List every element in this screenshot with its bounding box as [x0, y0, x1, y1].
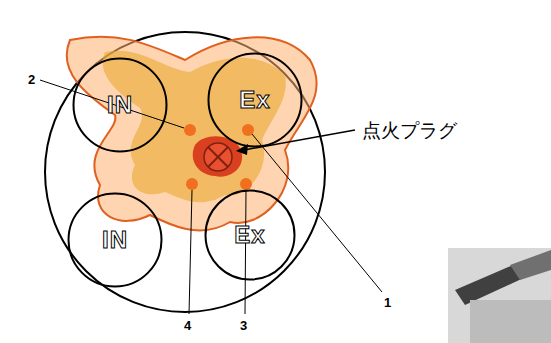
callout-number: 1 [384, 295, 391, 310]
photo-frame [448, 248, 551, 343]
callout-number: 2 [28, 72, 35, 87]
valve-label: Ex [204, 189, 296, 281]
flame-inner [103, 51, 286, 202]
part-label: 点火プラグ [362, 118, 457, 144]
spark-plug [204, 143, 232, 171]
leader-line [189, 190, 192, 314]
valve-circle: IN [72, 57, 168, 153]
callout-number: 3 [240, 318, 247, 333]
measure-point [184, 124, 196, 136]
spark-plug-cross [208, 147, 228, 167]
valve-label: IN [67, 192, 163, 288]
valve-label: IN [72, 57, 168, 153]
valve-circle: IN [67, 192, 163, 288]
measure-point [186, 178, 198, 190]
leader-line [245, 190, 246, 314]
photo-ground [470, 300, 551, 343]
measure-point [240, 178, 252, 190]
leader-line [252, 134, 382, 292]
callout-number: 4 [184, 318, 191, 333]
photo-plug [510, 250, 551, 280]
valve-circle: Ex [204, 189, 296, 281]
valve-label: Ex [207, 52, 303, 148]
valve-circle: Ex [207, 52, 303, 148]
spark-plug-cross [208, 147, 228, 167]
